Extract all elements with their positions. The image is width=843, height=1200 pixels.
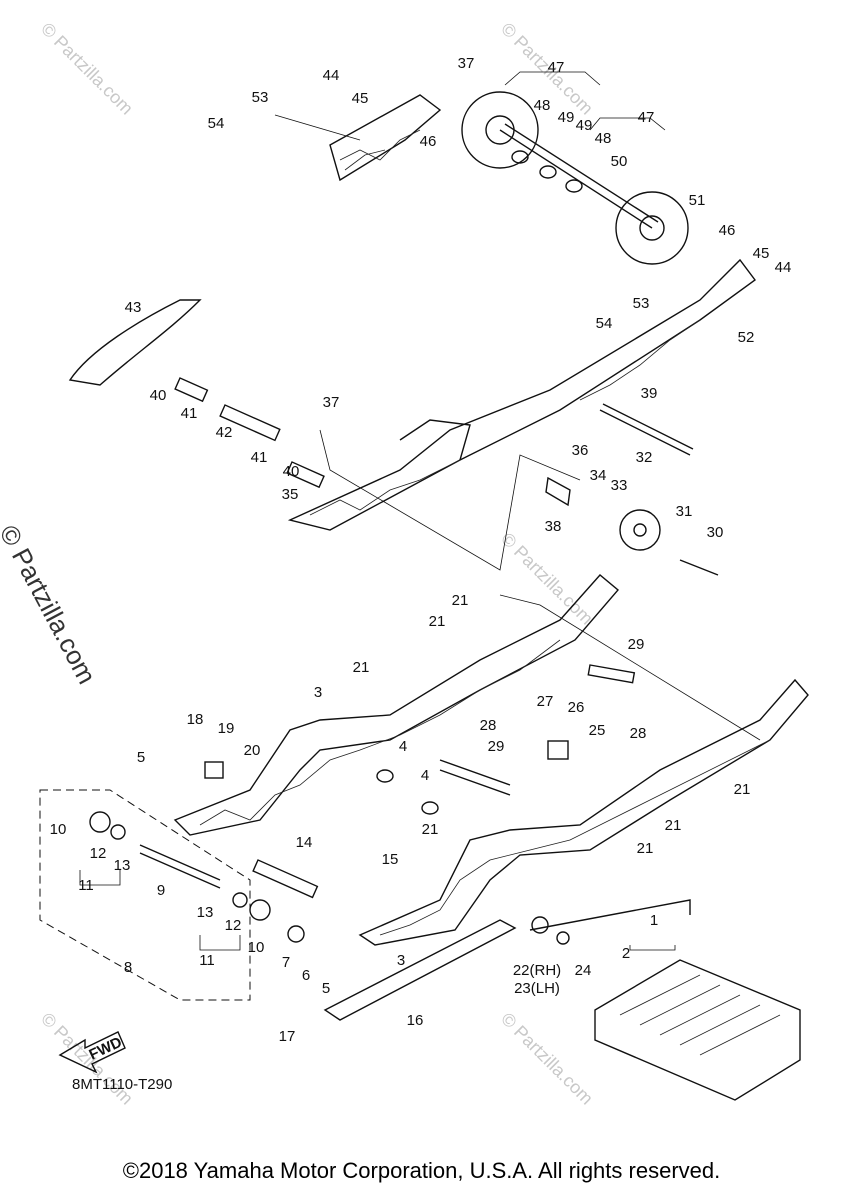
callout-53: 53	[252, 89, 269, 106]
callout-49: 49	[558, 109, 575, 126]
callout-11: 11	[78, 877, 94, 894]
callout-11: 11	[199, 952, 215, 969]
callout-25: 25	[589, 722, 606, 739]
callout-46: 46	[719, 222, 736, 239]
diagram-code: 8MT1110-T290	[72, 1076, 172, 1093]
callout-33: 33	[611, 477, 628, 494]
callout-9: 9	[157, 882, 165, 899]
shafts	[174, 377, 719, 576]
callout-43: 43	[125, 299, 142, 316]
callout-20: 20	[244, 742, 261, 759]
callout-19: 19	[218, 720, 235, 737]
callout-21: 21	[353, 659, 370, 676]
callout-3: 3	[314, 684, 322, 701]
callout-29: 29	[628, 636, 645, 653]
callout-3: 3	[397, 952, 405, 969]
callout-34: 34	[590, 467, 607, 484]
callout-40: 40	[283, 463, 300, 480]
callout-21: 21	[452, 592, 469, 609]
track-section	[594, 959, 801, 1101]
callout-52: 52	[738, 329, 755, 346]
callout-42: 42	[216, 424, 233, 441]
callout-5: 5	[137, 749, 145, 766]
callout-44: 44	[775, 259, 792, 276]
callout-21: 21	[734, 781, 751, 798]
callout-15: 15	[382, 851, 399, 868]
callout-2: 2	[622, 945, 630, 962]
watermark-text: © Partzilla.com	[497, 1009, 597, 1109]
callout-17: 17	[279, 1028, 296, 1045]
copyright-notice: ©2018 Yamaha Motor Corporation, U.S.A. A…	[122, 1158, 721, 1183]
watermark-text: © Partzilla.com	[37, 1009, 137, 1109]
callout-10: 10	[248, 939, 265, 956]
callout-26: 26	[568, 699, 585, 716]
callout-41: 41	[181, 405, 198, 422]
callout-21: 21	[422, 821, 439, 838]
callout-27: 27	[537, 693, 554, 710]
callout-45: 45	[352, 90, 369, 107]
callout-8: 8	[124, 959, 132, 976]
callout-5: 5	[322, 980, 330, 997]
callout-12: 12	[90, 845, 107, 862]
callout-39: 39	[641, 385, 658, 402]
callout-4: 4	[399, 738, 407, 755]
callout-4: 4	[421, 767, 429, 784]
callout-44: 44	[323, 67, 340, 84]
parts-diagram: © Partzilla.com © Partzilla.com © Partzi…	[37, 19, 809, 1109]
callout-29: 29	[488, 738, 505, 755]
callout-22(RH): 22(RH)	[513, 962, 561, 979]
callout-21: 21	[429, 613, 446, 630]
callout-13: 13	[114, 857, 131, 874]
callout-21: 21	[665, 817, 682, 834]
watermark-text: © Partzilla.com	[37, 19, 137, 119]
callout-28: 28	[630, 725, 647, 742]
callout-47: 47	[548, 59, 565, 76]
callout-37: 37	[458, 55, 475, 72]
callout-51: 51	[689, 192, 706, 209]
callout-18: 18	[187, 711, 204, 728]
callout-37: 37	[323, 394, 340, 411]
callout-10: 10	[50, 821, 67, 838]
slider-strip	[323, 899, 691, 1021]
callout-54: 54	[596, 315, 613, 332]
callout-35: 35	[282, 486, 299, 503]
watermarks: © Partzilla.com © Partzilla.com © Partzi…	[37, 19, 597, 1109]
callout-13: 13	[197, 904, 214, 921]
callout-7: 7	[282, 954, 290, 971]
callout-31: 31	[676, 503, 693, 520]
callout-28: 28	[480, 717, 497, 734]
lower-slide-rails	[173, 574, 809, 946]
callout-41: 41	[251, 449, 268, 466]
callout-45: 45	[753, 245, 770, 262]
callout-24: 24	[575, 962, 592, 979]
watermark-text: © Partzilla.com	[497, 529, 597, 629]
callout-38: 38	[545, 518, 562, 535]
callout-40: 40	[150, 387, 167, 404]
callout-53: 53	[633, 295, 650, 312]
callout-48: 48	[534, 97, 551, 114]
front-axle-assembly	[39, 789, 319, 1001]
callout-23(LH): 23(LH)	[514, 980, 560, 997]
callout-47: 47	[638, 109, 655, 126]
callout-6: 6	[302, 967, 310, 984]
leader-lines	[79, 71, 761, 951]
callout-36: 36	[572, 442, 589, 459]
callout-32: 32	[636, 449, 653, 466]
callout-12: 12	[225, 917, 242, 934]
callout-50: 50	[611, 153, 628, 170]
upper-slide-arm	[68, 258, 756, 531]
upper-rear-arm	[329, 91, 689, 265]
callout-16: 16	[407, 1012, 424, 1029]
callout-46: 46	[420, 133, 437, 150]
callout-54: 54	[208, 115, 225, 132]
callout-48: 48	[595, 130, 612, 147]
callout-1: 1	[650, 912, 658, 929]
callout-14: 14	[296, 834, 313, 851]
callout-49: 49	[576, 117, 593, 134]
callout-21: 21	[637, 840, 654, 857]
callout-30: 30	[707, 524, 724, 541]
